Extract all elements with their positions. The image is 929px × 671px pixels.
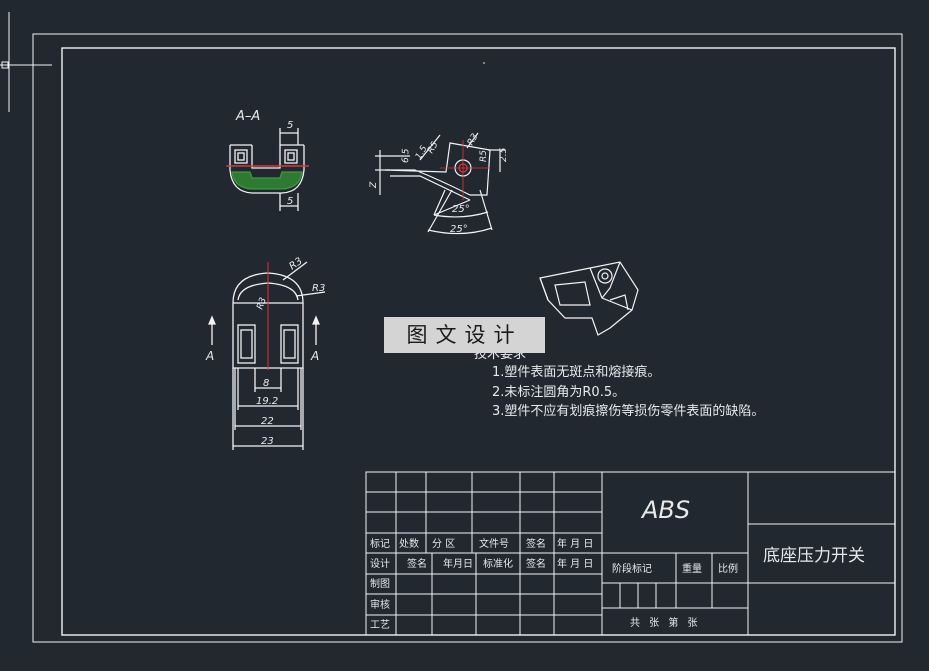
tb-design: 设计 — [370, 557, 390, 570]
tb-mark: 标记 — [370, 538, 390, 550]
tb-count: 处数 — [399, 537, 419, 550]
tech-requirement-1: 1.塑件表面无斑点和熔接痕。 — [492, 364, 660, 380]
tb-sheets: 共 张 第 张 — [630, 616, 701, 629]
section-label: A–A — [235, 109, 260, 124]
tech-requirement-2: 2.未标注圆角为R0.5。 — [492, 385, 625, 400]
front-radius-2: R3 — [312, 283, 325, 294]
tb-file-no: 文件号 — [479, 537, 509, 550]
tb-drawing: 制图 — [370, 577, 390, 590]
front-width-23: 23 — [261, 436, 274, 447]
tb-process: 工艺 — [370, 619, 390, 631]
section-marker-left: A — [205, 349, 214, 363]
tb-date-1: 年 月 日 — [557, 537, 593, 550]
section-dim-bottom: 5 — [287, 196, 293, 207]
tb-scale: 比例 — [718, 562, 738, 575]
isometric-view — [539, 261, 639, 336]
front-view — [208, 261, 326, 450]
front-width-8: 8 — [263, 378, 269, 389]
front-width-19-2: 19.2 — [256, 396, 278, 407]
section-view-a-a — [226, 128, 309, 211]
stray-point — [483, 62, 485, 64]
tb-stage-mark: 阶段标记 — [612, 562, 652, 575]
tb-sign-1: 签名 — [526, 537, 546, 550]
tb-review: 审核 — [370, 598, 390, 611]
side-dim-2-5: 2.5 — [499, 147, 509, 162]
front-radius-3: R3 — [255, 296, 269, 311]
side-view — [375, 132, 505, 235]
side-angle-inner: 25° — [452, 204, 470, 215]
crosshair-cursor-icon — [0, 12, 52, 112]
section-marker-right: A — [310, 349, 319, 363]
front-width-22: 22 — [261, 416, 274, 427]
part-name: 底座压力开关 — [763, 546, 865, 566]
tb-weight: 重量 — [682, 562, 702, 575]
tb-zone: 分 区 — [432, 538, 455, 550]
side-dim-r5b: R5 — [479, 150, 489, 162]
title-block — [365, 471, 896, 636]
side-angle-outer: 25° — [450, 224, 468, 235]
material-label: ABS — [640, 496, 690, 524]
tech-requirement-3: 3.塑件不应有划痕擦伤等损伤零件表面的缺陷。 — [492, 403, 764, 419]
tb-date-2: 年月日 — [443, 557, 473, 570]
watermark-overlay: 图文设计 — [384, 317, 545, 353]
tb-sign-2: 签名 — [407, 557, 427, 570]
tb-standard: 标准化 — [483, 557, 513, 570]
tb-date-3: 年 月 日 — [557, 557, 593, 570]
outer-frame — [32, 33, 903, 643]
side-dim-6-5: 6.5 — [401, 148, 412, 163]
section-dim-top: 5 — [287, 120, 293, 131]
side-dim-z: Z — [369, 181, 379, 189]
tb-sign-3: 签名 — [526, 557, 546, 570]
